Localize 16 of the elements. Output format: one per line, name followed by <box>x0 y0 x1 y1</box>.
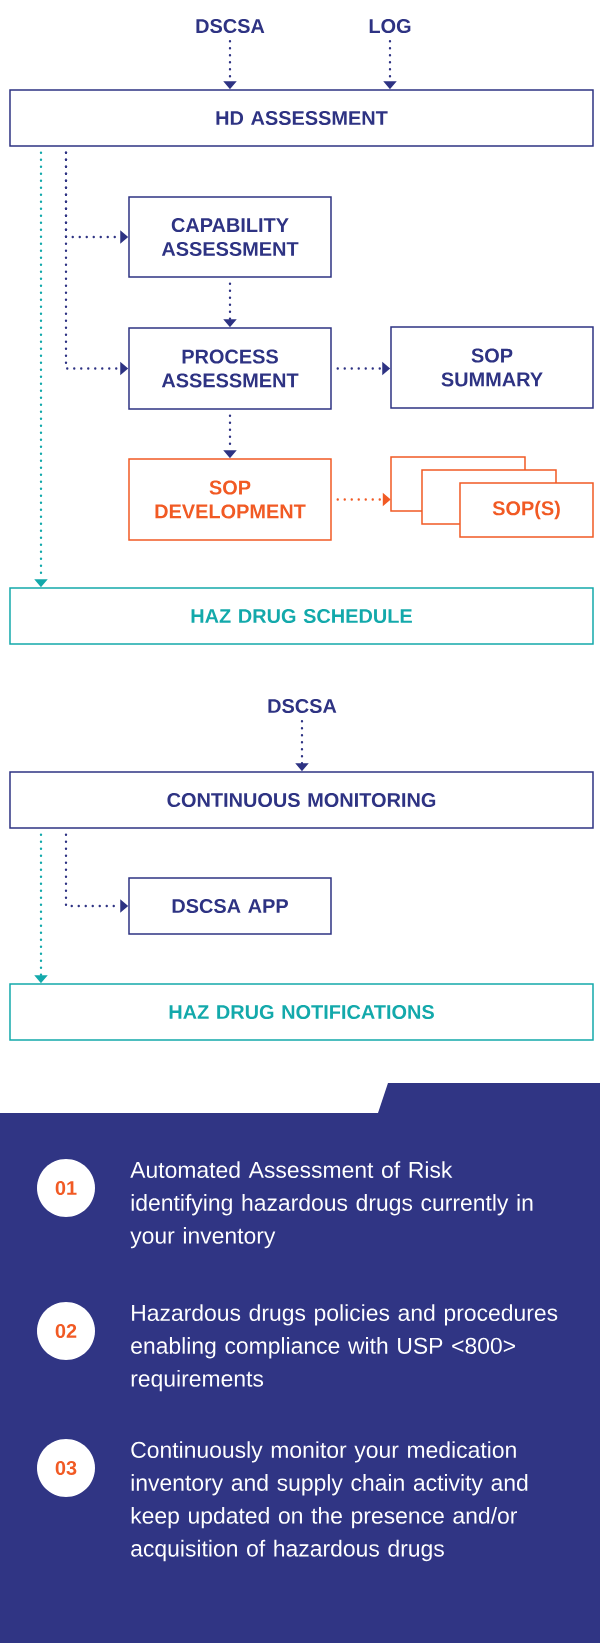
process-box: SOP SUMMARY <box>390 326 594 409</box>
process-box: HD ASSESSMENT <box>9 89 594 147</box>
process-box: CAPABILITY ASSESSMENT <box>128 196 332 278</box>
description-text: Hazardous drugs policies and procedures enabling compliance with USP <800> requirements <box>131 1304 558 1392</box>
description-text: Automated Assessment of Risk identifying hazardous drugs currently in your inventory <box>130 1161 533 1249</box>
source-label: DSCSA <box>196 18 265 34</box>
document-stack: SOP(S) <box>390 456 594 538</box>
source-label: LOG <box>369 18 411 34</box>
source-label: DSCSA <box>268 698 337 714</box>
process-box: HAZ DRUG SCHEDULE <box>9 587 594 645</box>
process-box: PROCESS ASSESSMENT <box>128 327 332 410</box>
process-box: CONTINUOUS MONITORING <box>9 771 594 829</box>
description-text: Continuously monitor your medication inventory and supply chain activity and keep updated on the presence and/or acquisition of hazardous drugs <box>131 1441 528 1562</box>
process-box: HAZ DRUG NOTIFICATIONS <box>9 983 594 1041</box>
process-box: SOP DEVELOPMENT <box>128 458 332 541</box>
process-box: DSCSA APP <box>128 877 332 935</box>
